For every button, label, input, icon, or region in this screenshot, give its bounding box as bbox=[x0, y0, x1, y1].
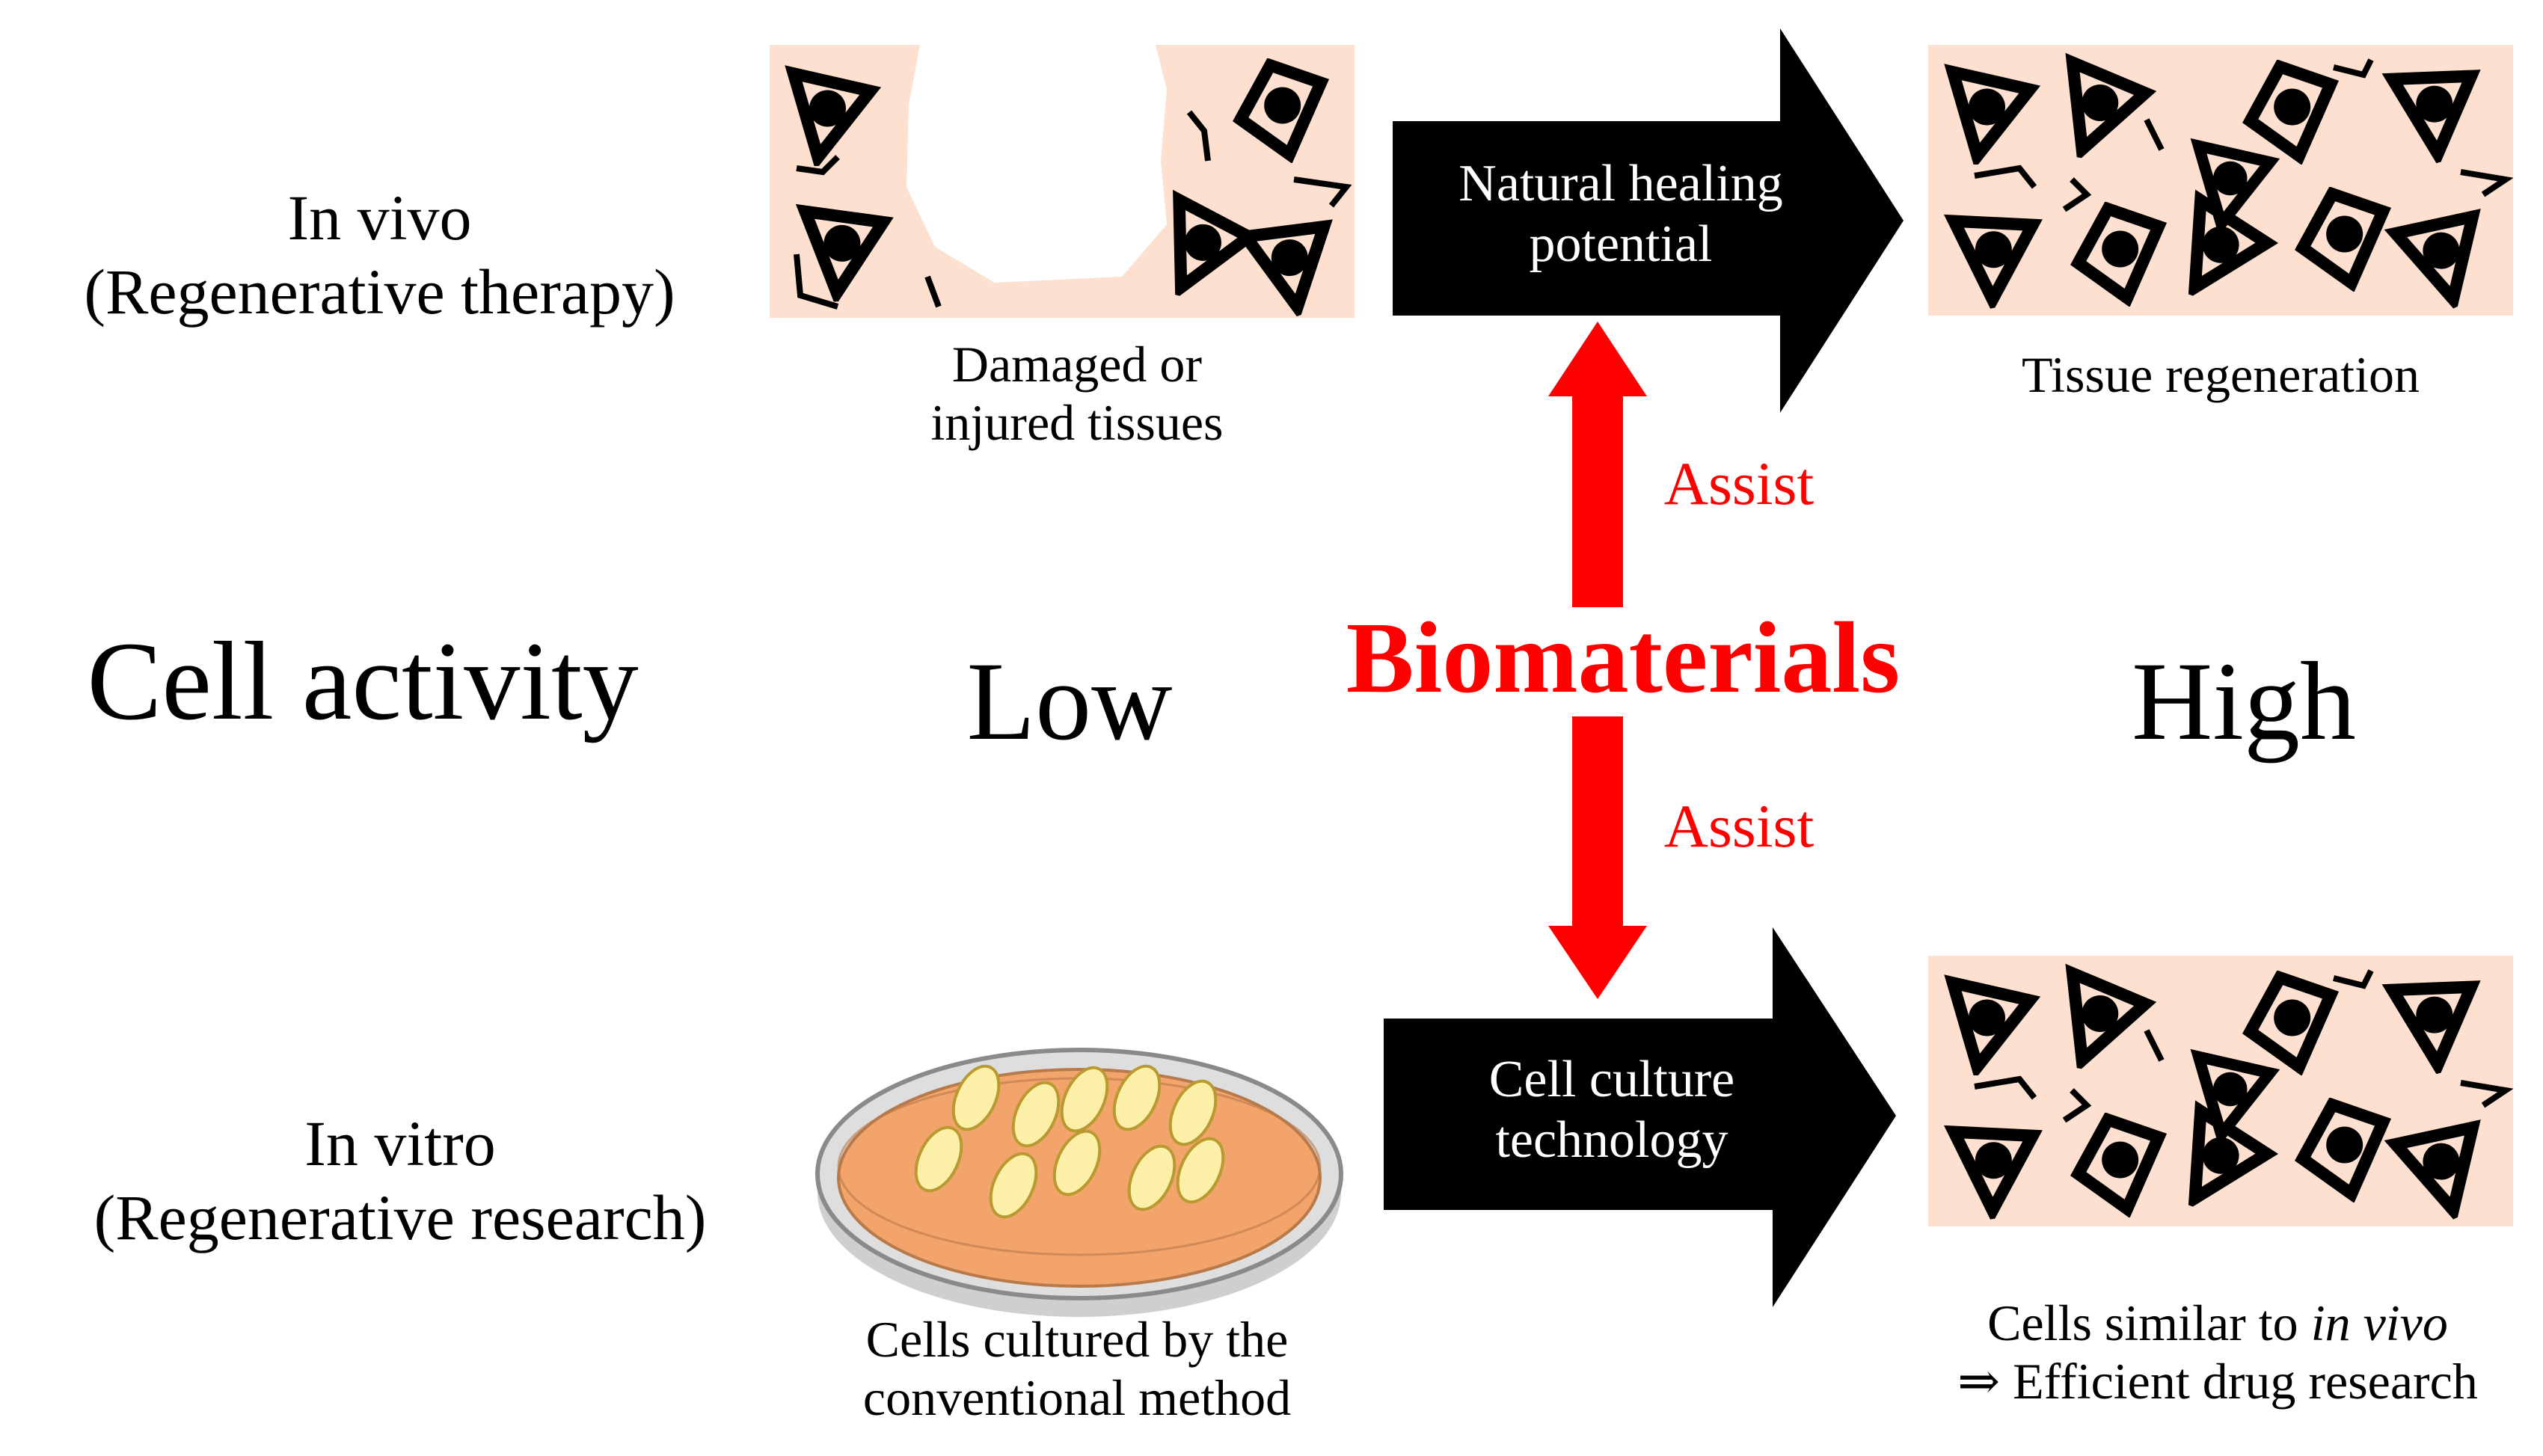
in-vitro-label: In vitro (Regenerative research) bbox=[0, 1107, 800, 1255]
assist-bottom-label: Assist bbox=[1663, 792, 1815, 860]
natural-healing-text: Natural healing potential bbox=[1393, 154, 1849, 274]
similar-cells-image bbox=[1928, 956, 2513, 1226]
similar-caption-line2: ⇒ Efficient drug research bbox=[1957, 1353, 2478, 1410]
natural-healing-line2: potential bbox=[1529, 215, 1713, 273]
cell-culture-line2: technology bbox=[1495, 1111, 1728, 1169]
low-label: Low bbox=[966, 639, 1173, 764]
similar-caption-line1: Cells similar to in vivo bbox=[1892, 1294, 2543, 1352]
assist-arrow-up bbox=[1548, 322, 1647, 607]
in-vivo-subtitle: (Regenerative therapy) bbox=[84, 255, 675, 328]
damaged-caption: Damaged or injured tissues bbox=[808, 335, 1346, 452]
damaged-caption-line2: injured tissues bbox=[930, 394, 1224, 452]
in-vivo-label: In vivo (Regenerative therapy) bbox=[0, 181, 759, 329]
similar-caption-prefix: Cells similar to bbox=[1987, 1294, 2311, 1351]
cell-culture-arrow bbox=[1384, 927, 1896, 1307]
cell-culture-text: Cell culture technology bbox=[1384, 1050, 1840, 1170]
in-vivo-title: In vivo bbox=[287, 182, 472, 254]
assist-top-label: Assist bbox=[1663, 449, 1815, 517]
in-vitro-subtitle: (Regenerative research) bbox=[93, 1181, 707, 1253]
natural-healing-line1: Natural healing bbox=[1458, 155, 1783, 212]
cell-activity-label: Cell activity bbox=[87, 619, 639, 743]
cell-culture-line1: Cell culture bbox=[1488, 1051, 1735, 1108]
petri-dish-image bbox=[815, 1048, 1343, 1317]
cultured-caption: Cells cultured by the conventional metho… bbox=[778, 1310, 1376, 1427]
damaged-caption-line1: Damaged or bbox=[951, 336, 1203, 393]
in-vitro-title: In vitro bbox=[304, 1108, 496, 1179]
natural-healing-arrow bbox=[1393, 28, 1904, 413]
assist-arrow-down bbox=[1548, 716, 1647, 999]
damaged-tissue-image bbox=[770, 45, 1355, 318]
high-label: High bbox=[2132, 639, 2356, 764]
similar-caption-italic: in vivo bbox=[2310, 1294, 2448, 1351]
cultured-caption-line2: conventional method bbox=[862, 1369, 1292, 1427]
similar-caption: Cells similar to in vivo ⇒ Efficient dru… bbox=[1892, 1294, 2543, 1410]
regenerated-tissue-image bbox=[1928, 45, 2514, 316]
biomaterials-label: Biomaterials bbox=[1346, 602, 1901, 714]
regen-caption: Tissue regeneration bbox=[2022, 346, 2420, 403]
cultured-caption-line1: Cells cultured by the bbox=[865, 1311, 1289, 1368]
